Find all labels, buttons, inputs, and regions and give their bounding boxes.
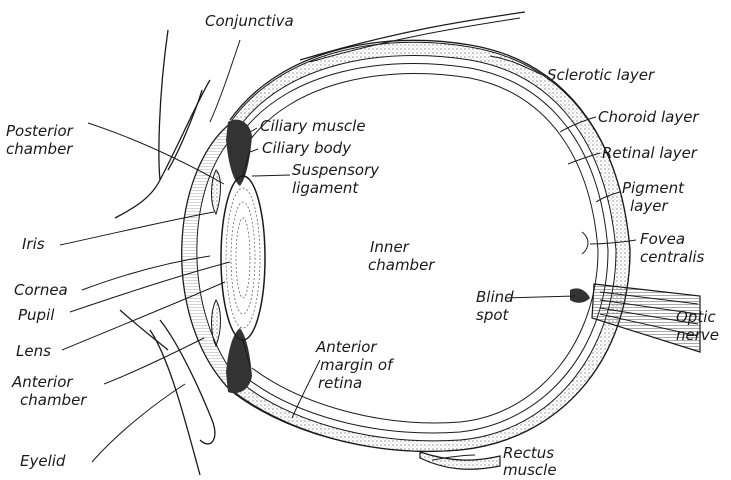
label-inner-chamber-1: Inner bbox=[370, 238, 410, 256]
label-cornea: Cornea bbox=[14, 281, 68, 299]
label-rectus-1: Rectus bbox=[503, 444, 554, 462]
label-posterior-2: chamber bbox=[6, 140, 73, 158]
label-anterior-margin-2: margin of bbox=[320, 356, 395, 374]
label-lens: Lens bbox=[16, 342, 51, 360]
label-eyelid: Eyelid bbox=[20, 452, 66, 470]
label-blind-1: Blind bbox=[476, 288, 514, 306]
label-suspensory-1: Suspensory bbox=[292, 161, 380, 179]
label-posterior-1: Posterior bbox=[6, 122, 74, 140]
label-anterior-margin-3: retina bbox=[318, 374, 362, 392]
label-inner-chamber-2: chamber bbox=[368, 256, 435, 274]
ciliary-body bbox=[226, 120, 252, 394]
label-anterior-chamber-2: chamber bbox=[20, 391, 87, 409]
label-ciliary-body: Ciliary body bbox=[262, 139, 352, 157]
label-sclerotic-layer: Sclerotic layer bbox=[547, 66, 655, 84]
label-choroid-layer: Choroid layer bbox=[598, 108, 699, 126]
label-pupil: Pupil bbox=[18, 306, 55, 324]
iris bbox=[212, 170, 221, 346]
labels: Conjunctiva Sclerotic layer Choroid laye… bbox=[6, 12, 719, 479]
label-optic-1: Optic bbox=[676, 308, 716, 326]
label-iris: Iris bbox=[22, 235, 45, 253]
label-fovea-1: Fovea bbox=[640, 230, 685, 248]
eyelids bbox=[115, 30, 215, 475]
label-pigment-1: Pigment bbox=[622, 179, 685, 197]
label-pigment-2: layer bbox=[630, 197, 668, 215]
rectus-muscle bbox=[420, 452, 500, 469]
label-optic-2: nerve bbox=[676, 326, 719, 344]
leader-lines bbox=[60, 40, 636, 462]
label-ciliary-muscle: Ciliary muscle bbox=[260, 117, 366, 135]
label-retinal-layer: Retinal layer bbox=[602, 144, 698, 162]
label-blind-2: spot bbox=[476, 306, 510, 324]
fovea bbox=[582, 232, 588, 254]
label-conjunctiva: Conjunctiva bbox=[205, 12, 294, 30]
label-anterior-chamber-1: Anterior bbox=[11, 373, 73, 391]
label-anterior-margin-1: Anterior bbox=[315, 338, 377, 356]
label-rectus-2: muscle bbox=[503, 461, 557, 479]
label-suspensory-2: ligament bbox=[292, 179, 359, 197]
label-fovea-2: centralis bbox=[640, 248, 705, 266]
